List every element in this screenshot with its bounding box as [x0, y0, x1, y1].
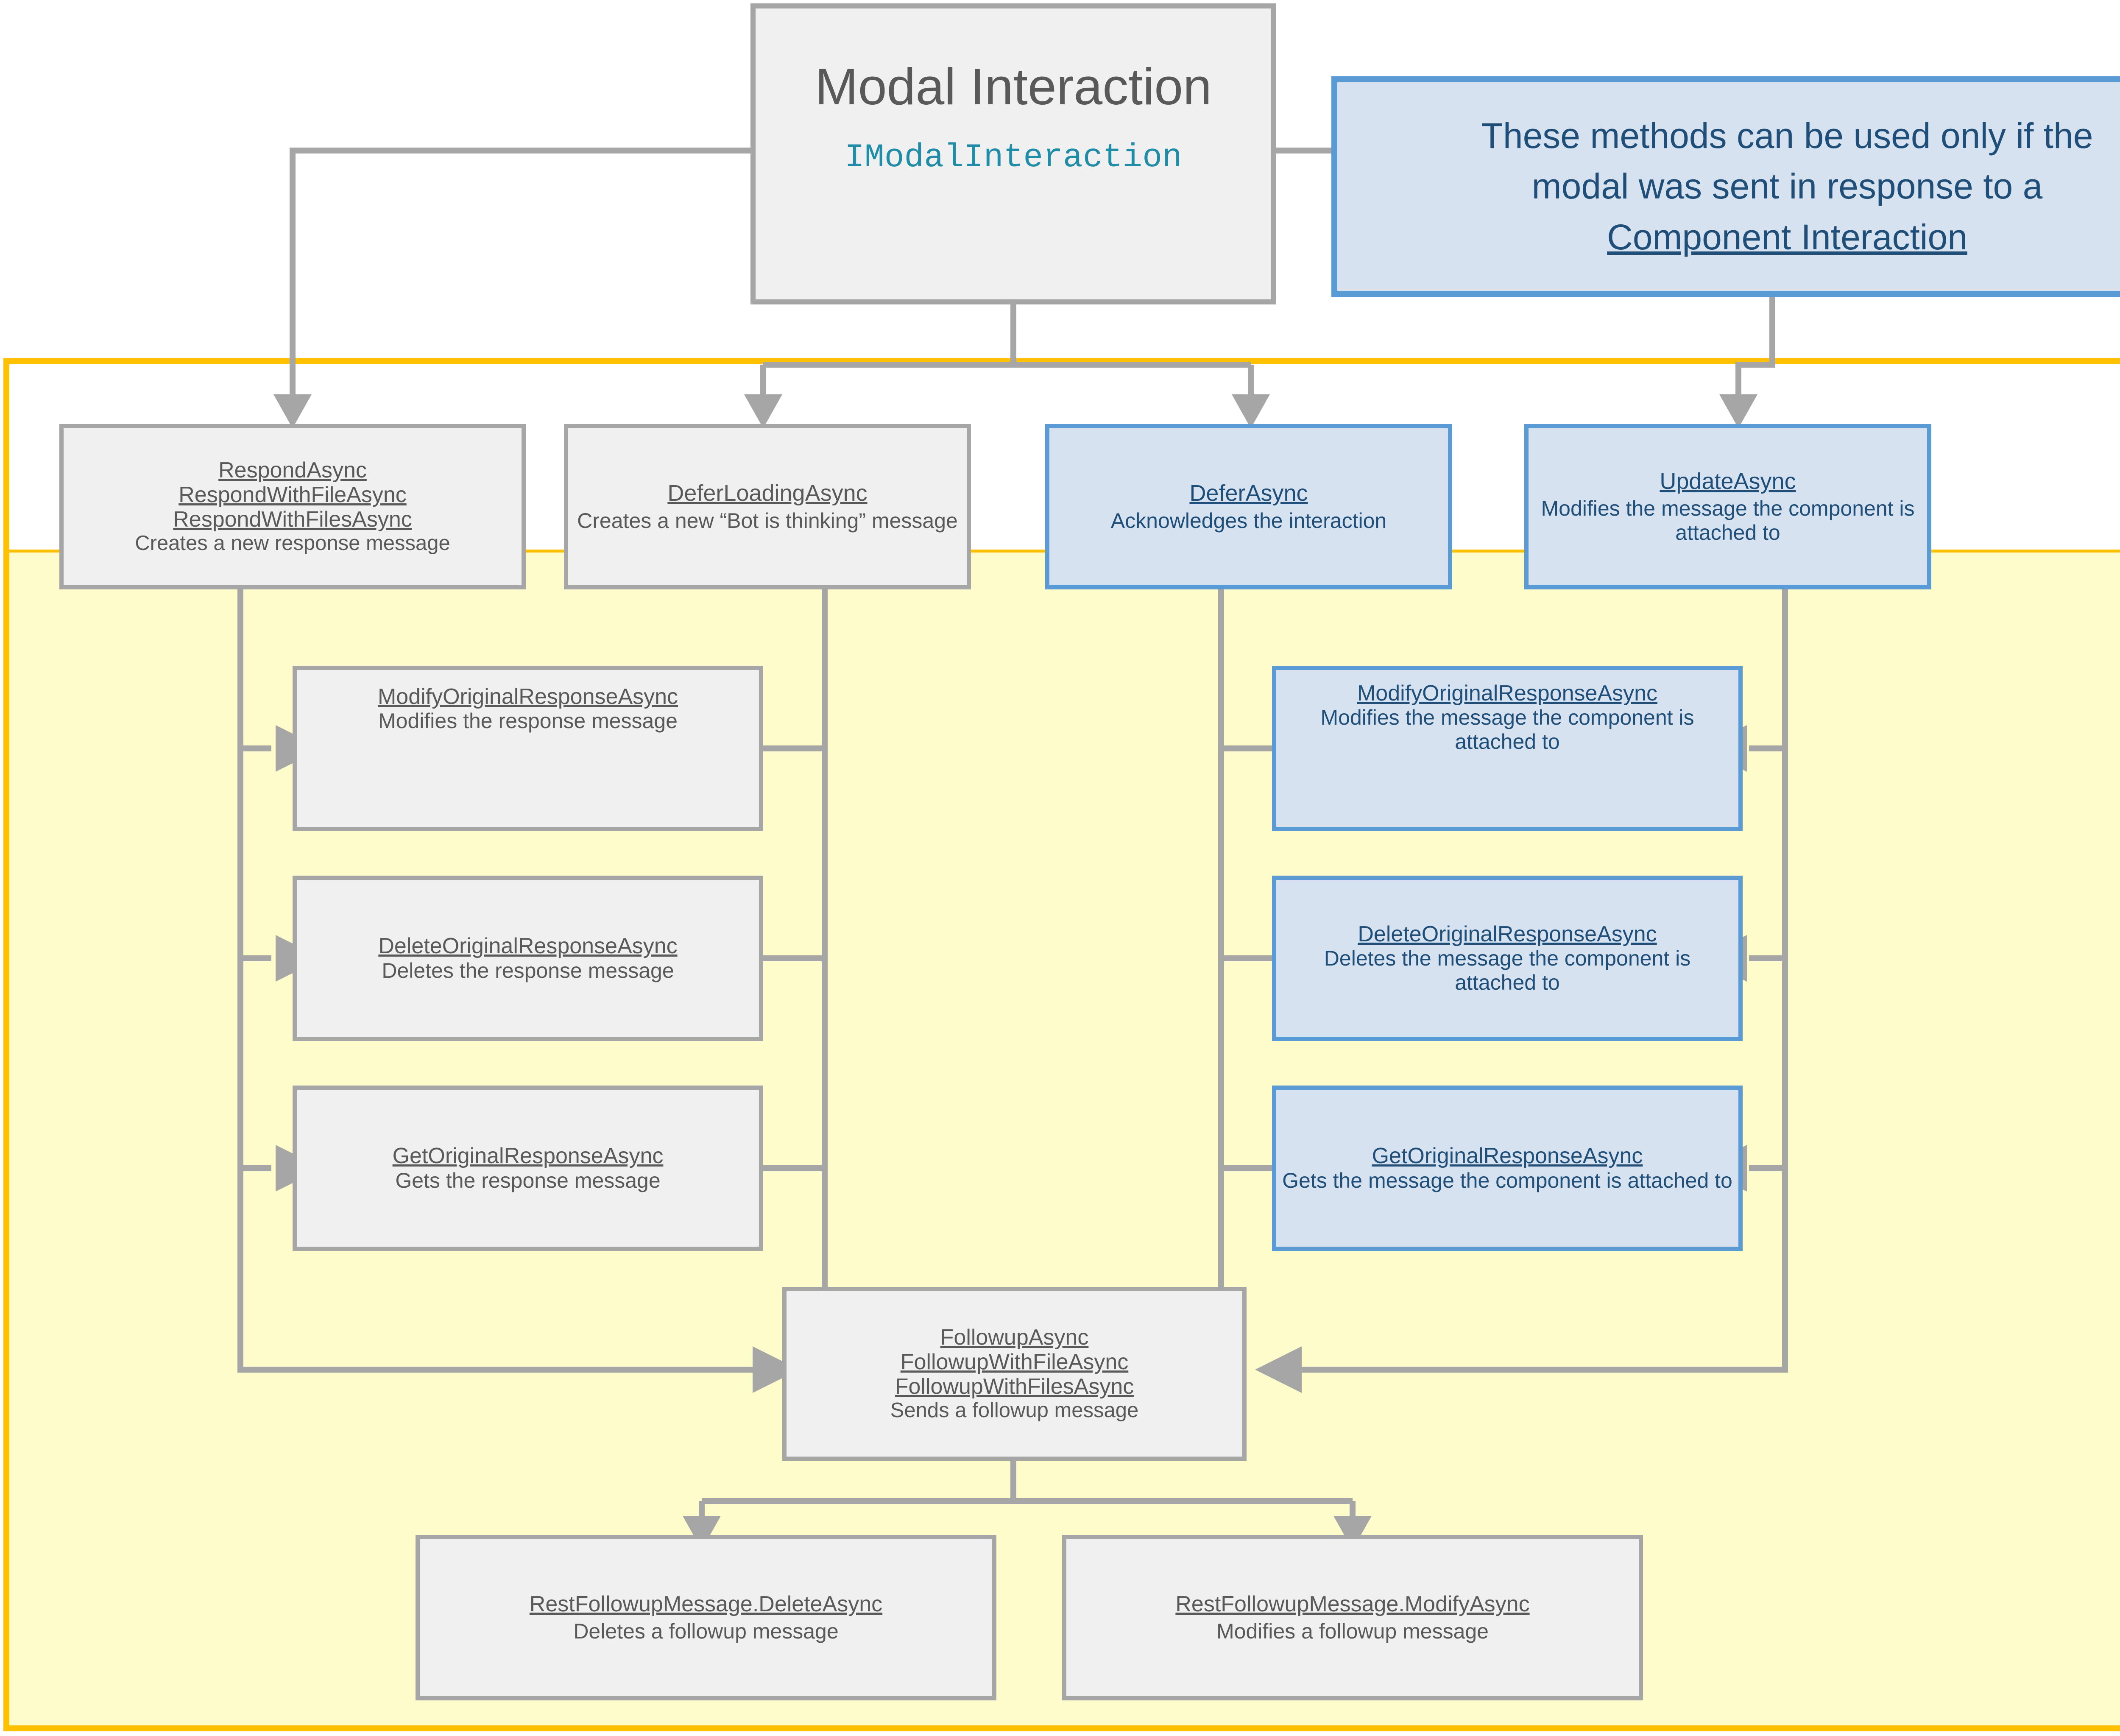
note-link-component-interaction[interactable]: Component Interaction [1607, 217, 1967, 257]
node-title-2: FollowupWithFilesAsync [895, 1374, 1134, 1399]
node-modify-original-response-async-blue[interactable]: ModifyOriginalResponseAsync Modifies the… [1272, 666, 1743, 831]
node-title-0: DeleteOriginalResponseAsync [1358, 921, 1657, 946]
node-update-async[interactable]: UpdateAsync Modifies the message the com… [1524, 424, 1931, 589]
node-title-0: ModifyOriginalResponseAsync [377, 684, 678, 709]
legend-followup-title: Followup methods [1760, 670, 2120, 711]
note-line-1: These methods can be used only if the [1481, 116, 2093, 156]
root-title: Modal Interaction [815, 58, 1212, 115]
node-title-0: GetOriginalResponseAsync [392, 1144, 664, 1169]
node-title-0: ModifyOriginalResponseAsync [1357, 681, 1658, 706]
node-title-1: FollowupWithFileAsync [900, 1349, 1129, 1374]
legend-followup: Followup methods Can be used in 15 minut… [1760, 670, 2120, 848]
node-title-2: RespondWithFilesAsync [173, 507, 412, 532]
node-followup-async[interactable]: FollowupAsync FollowupWithFileAsync Foll… [782, 1287, 1247, 1461]
node-desc: Deletes the message the component is att… [1324, 946, 1691, 995]
node-rest-followup-message-delete-async[interactable]: RestFollowupMessage.DeleteAsync Deletes … [416, 1535, 996, 1700]
node-delete-original-response-async-gray[interactable]: DeleteOriginalResponseAsync Deletes the … [293, 876, 763, 1041]
node-title-0: RespondAsync [218, 458, 367, 483]
node-title-0: DeferLoadingAsync [667, 480, 868, 506]
node-respond-async[interactable]: RespondAsync RespondWithFileAsync Respon… [59, 424, 526, 589]
node-title-1: RespondWithFileAsync [179, 482, 407, 507]
legend-followup-line-3: Can be used multiple times during [1760, 779, 2120, 813]
node-modify-original-response-async-gray[interactable]: ModifyOriginalResponseAsync Modifies the… [293, 666, 763, 831]
node-desc: Deletes a followup message [573, 1619, 839, 1643]
node-desc: Sends a followup message [890, 1399, 1139, 1422]
node-title-0: RestFollowupMessage.ModifyAsync [1175, 1592, 1530, 1617]
node-title-0: DeleteOriginalResponseAsync [378, 934, 678, 959]
node-desc: Gets the response message [395, 1168, 661, 1192]
node-desc: Modifies the message the component is at… [1541, 497, 1915, 545]
legend-followup-line-4: interaction token’s lifetime [1760, 813, 2120, 848]
node-title-0: UpdateAsync [1660, 468, 1796, 494]
root-interface-name: IModalInteraction [845, 139, 1182, 177]
node-title-0: RestFollowupMessage.DeleteAsync [529, 1592, 883, 1617]
node-rest-followup-message-modify-async[interactable]: RestFollowupMessage.ModifyAsync Modifies… [1062, 1535, 1643, 1700]
node-desc: Modifies a followup message [1216, 1619, 1489, 1643]
node-delete-original-response-async-blue[interactable]: DeleteOriginalResponseAsync Deletes the … [1272, 876, 1743, 1041]
node-title-0: DeferAsync [1189, 480, 1308, 506]
node-desc: Gets the message the component is attach… [1282, 1168, 1732, 1192]
note-box-component-interaction: These methods can be used only if the mo… [1331, 76, 2120, 297]
node-desc: Deletes the response message [382, 958, 674, 982]
node-get-original-response-async-gray[interactable]: GetOriginalResponseAsync Gets the respon… [293, 1086, 763, 1251]
note-line-2: modal was sent in response to a [1531, 166, 2043, 207]
node-desc: Modifies the response message [378, 709, 678, 733]
node-title-0: FollowupAsync [940, 1325, 1089, 1350]
legend-followup-line-1: Can be used in 15 minutes [1760, 711, 2120, 745]
legend-followup-line-2: after sending an initial response [1760, 745, 2120, 779]
node-defer-async[interactable]: DeferAsync Acknowledges the interaction [1045, 424, 1452, 589]
node-desc: Creates a new response message [135, 532, 450, 555]
node-desc: Acknowledges the interaction [1110, 508, 1387, 533]
node-title-0: GetOriginalResponseAsync [1372, 1144, 1643, 1169]
node-defer-loading-async[interactable]: DeferLoadingAsync Creates a new “Bot is … [564, 424, 971, 589]
root-node-modal-interaction[interactable]: Modal Interaction IModalInteraction [750, 3, 1276, 304]
node-desc: Creates a new “Bot is thinking” message [577, 508, 958, 533]
node-desc: Modifies the message the component is at… [1320, 706, 1694, 754]
node-get-original-response-async-blue[interactable]: GetOriginalResponseAsync Gets the messag… [1272, 1086, 1743, 1251]
